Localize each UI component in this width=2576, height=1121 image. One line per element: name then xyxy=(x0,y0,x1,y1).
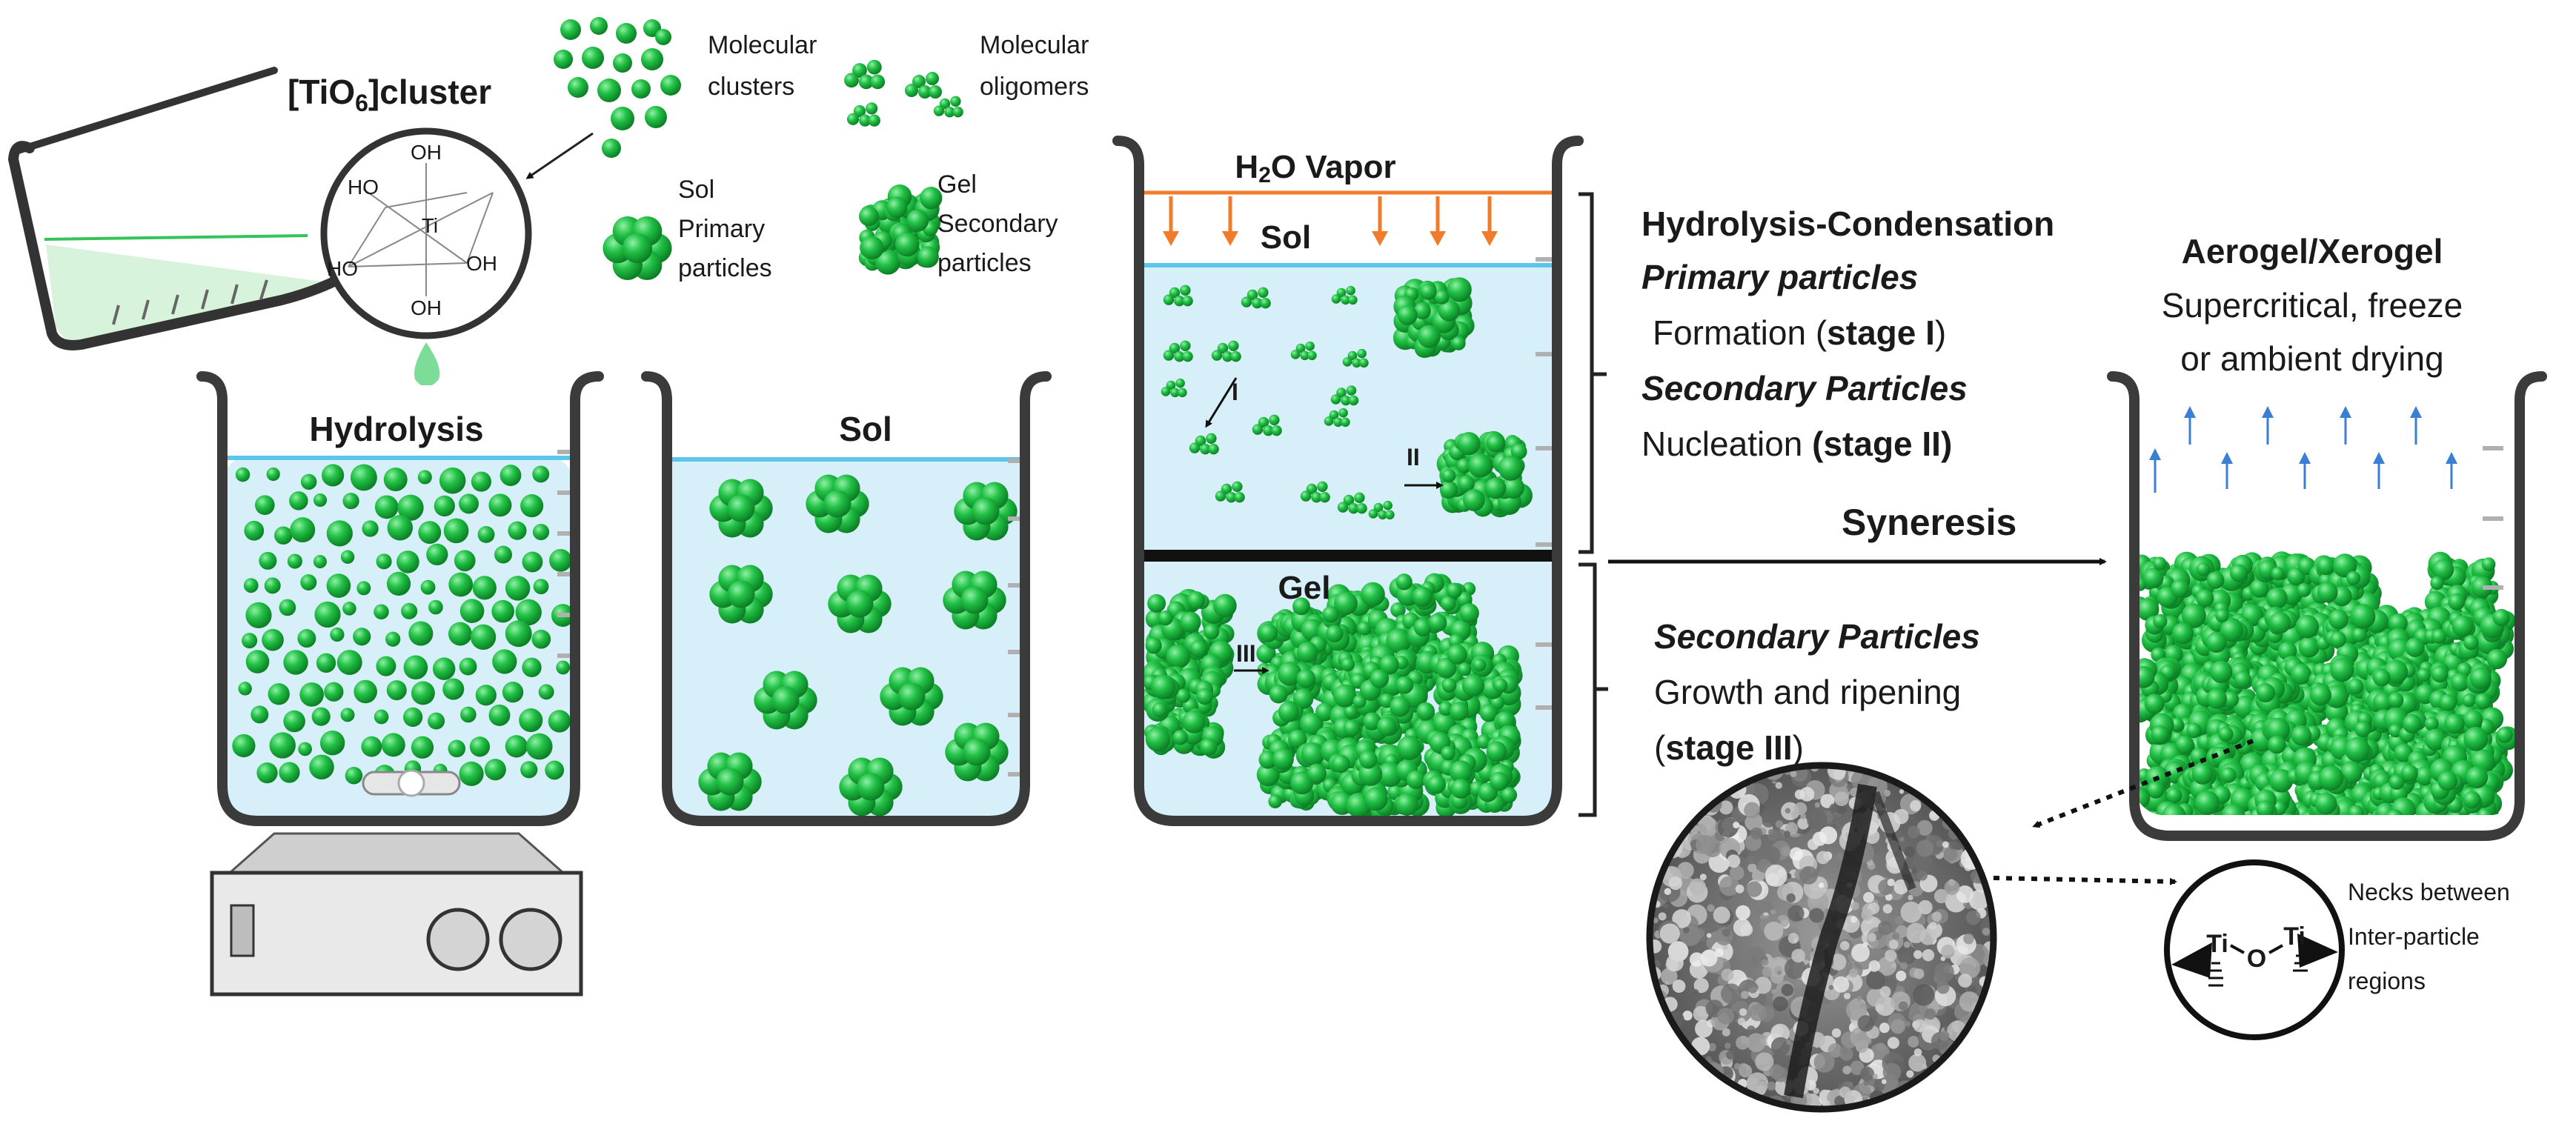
aerogel-title: Aerogel/Xerogel xyxy=(2182,232,2443,270)
label-sol: Sol xyxy=(839,410,892,448)
legend-sol-1: Sol xyxy=(678,176,714,204)
label-hydrolysis: Hydrolysis xyxy=(309,410,483,448)
label-h2o-vapor: H2O Vapor xyxy=(1235,149,1395,187)
cluster-title: [TiO6]cluster xyxy=(288,73,491,116)
beaker-sol: Sol xyxy=(641,371,1052,826)
legend-gel-1: Gel xyxy=(937,170,977,199)
molecular-oligomers-icon xyxy=(844,59,963,127)
text-nucleation-stage-ii: Nucleation (stage II) xyxy=(1641,425,1952,463)
stage-mark-i: I xyxy=(1232,379,1238,405)
sem-pointer xyxy=(2032,739,2254,828)
vapor-arrows xyxy=(1163,196,1498,246)
necks-diagram: Ti O Ti Necks between Inter-particle reg… xyxy=(2164,859,2510,1040)
stage-mark-iii: III xyxy=(1236,640,1256,667)
beaker-hydrolysis: Hydrolysis xyxy=(196,371,604,826)
neck-o: O xyxy=(2247,945,2266,973)
atom-ho-upper: HO xyxy=(348,176,379,199)
atom-oh-right: OH xyxy=(466,252,497,275)
neck-ti-right: Ti xyxy=(2283,922,2306,951)
aerogel-line2: or ambient drying xyxy=(2180,339,2443,378)
legend-molecular-oligomers-1: Molecular xyxy=(980,31,1089,59)
atom-ti-center: Ti xyxy=(422,214,438,237)
legend-sol-3: particles xyxy=(678,254,772,282)
necks-caption-3: regions xyxy=(2348,968,2426,994)
magnetic-stirrer xyxy=(210,832,583,997)
stage-mark-ii: II xyxy=(1407,444,1420,470)
atom-ho-lower: HO xyxy=(327,257,358,280)
text-growth-ripening: Growth and ripening xyxy=(1654,673,1961,711)
text-syneresis: Syneresis xyxy=(1842,502,2016,543)
stage-brackets xyxy=(1579,192,1608,817)
atom-oh-top: OH xyxy=(411,141,442,164)
label-gel-lower: Gel xyxy=(1278,570,1331,606)
text-secondary-particles-2: Secondary Particles xyxy=(1654,617,1980,656)
tio6-cluster: [TiO6]cluster OH HO Ti HO OH OH xyxy=(288,73,594,339)
text-stage-iii: (stage III) xyxy=(1654,728,1804,767)
legend-gel-3: particles xyxy=(937,249,1032,277)
sem-image xyxy=(1646,762,1997,1113)
necks-caption-2: Inter-particle xyxy=(2348,923,2480,950)
neck-pointer xyxy=(1993,876,2177,885)
legend: Molecular clusters Molecular oligomers S… xyxy=(554,17,1089,282)
text-hydrolysis-condensation: Hydrolysis-Condensation xyxy=(1641,204,2054,243)
drying-arrows xyxy=(2149,406,2457,493)
beaker-sol-gel: H2O Vapor Sol Gel I II III xyxy=(1112,136,1584,826)
necks-caption-1: Necks between xyxy=(2348,879,2510,905)
legend-molecular-oligomers-2: oligomers xyxy=(980,73,1089,101)
legend-molecular-clusters-2: clusters xyxy=(708,73,794,101)
aerogel-line1: Supercritical, freeze xyxy=(2162,286,2463,325)
beaker-aerogel: Aerogel/Xerogel Supercritical, freeze or… xyxy=(2107,232,2547,841)
droplet-icon xyxy=(414,342,440,387)
legend-sol-2: Primary xyxy=(678,215,765,243)
label-sol-upper: Sol xyxy=(1261,219,1311,256)
text-secondary-particles-1: Secondary Particles xyxy=(1641,369,1968,408)
gel-secondary-particle-icon xyxy=(858,184,943,275)
neck-ti-left: Ti xyxy=(2206,930,2228,958)
stage-description: Hydrolysis-Condensation Primary particle… xyxy=(1641,204,2054,767)
pouring-beaker xyxy=(7,67,342,350)
text-primary-particles: Primary particles xyxy=(1641,258,1918,296)
legend-gel-2: Secondary xyxy=(937,210,1058,238)
atom-oh-bottom: OH xyxy=(411,296,442,319)
sol-primary-particle-icon xyxy=(602,216,672,281)
text-formation-stage-i: Formation (stage I) xyxy=(1653,313,1946,352)
molecular-clusters-icon xyxy=(554,17,681,158)
legend-molecular-clusters-1: Molecular xyxy=(708,31,817,59)
